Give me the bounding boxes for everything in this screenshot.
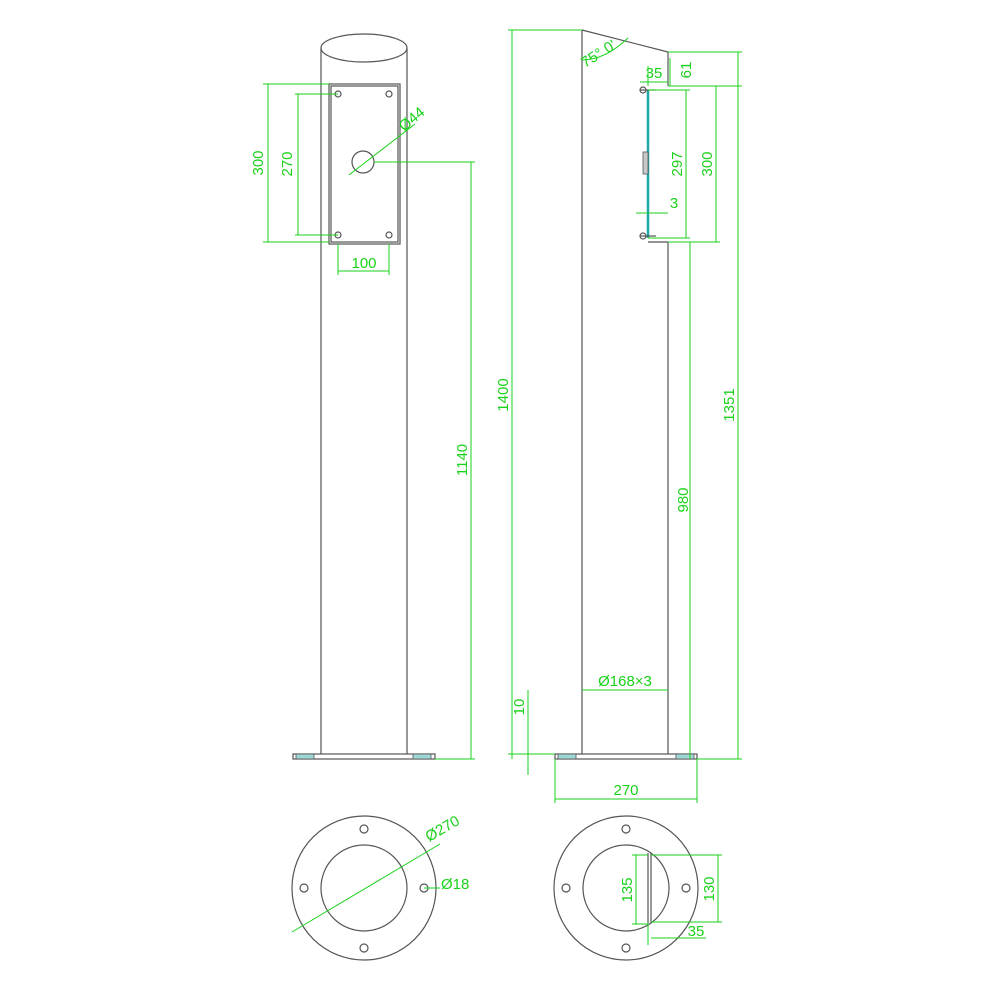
bolt2-hole-top — [621, 824, 631, 834]
bolt-hole-bottom — [359, 943, 369, 953]
dim-panel-100: 100 — [351, 255, 376, 272]
base-outer-circle — [291, 815, 437, 961]
base2-outer-circle — [553, 815, 699, 961]
dim-pipe-168: Ø168×3 — [598, 673, 652, 690]
side-base-plate — [554, 753, 698, 760]
bolt2-hole-right — [681, 883, 691, 893]
side-bracket-mid — [642, 151, 649, 175]
bolt-hole-left — [299, 883, 309, 893]
screw-br — [385, 231, 393, 239]
dim-panel-270: 270 — [279, 151, 296, 176]
dim-offset-35: 35 — [646, 65, 663, 82]
front-panel-inner — [330, 85, 399, 243]
base2-inner-circle — [582, 844, 670, 932]
base-plan-left: Ø270 Ø18 — [291, 812, 469, 961]
side-base-hole-right — [675, 753, 695, 760]
front-base-plate — [292, 753, 436, 760]
dim-post-1140: 1140 — [454, 444, 471, 476]
dim-overall-1400: 1400 — [495, 378, 512, 411]
base-plan-right: 135 130 35 — [553, 815, 722, 961]
bolt-hole-top — [359, 824, 369, 834]
dim-base-10: 10 — [511, 699, 528, 716]
dim-angle-75: 75° 0' — [578, 37, 619, 72]
dim-35: 35 — [688, 923, 705, 940]
dim-height-980: 980 — [675, 487, 692, 512]
dim-130: 130 — [701, 876, 718, 901]
dim-plate-297: 297 — [669, 151, 686, 176]
bolt2-hole-bottom — [621, 943, 631, 953]
dim-thickness-3: 3 — [670, 195, 678, 212]
dim-height-1351: 1351 — [721, 388, 738, 421]
front-panel-outer — [328, 83, 401, 245]
screw-tr — [385, 90, 393, 98]
front-view: 300 270 Ø44 100 1140 — [250, 33, 475, 760]
side-base-hole-left — [557, 753, 577, 760]
dim-offset-61: 61 — [678, 62, 695, 79]
dim-135: 135 — [619, 877, 636, 902]
dim-base-diameter-270: Ø270 — [423, 812, 463, 845]
dim-plate-300: 300 — [699, 151, 716, 176]
post-top-ellipse — [320, 33, 408, 63]
front-base-hole-left — [295, 753, 315, 760]
dim-panel-300: 300 — [250, 150, 267, 175]
base-inner-circle — [320, 844, 408, 932]
dim-bolt-18: Ø18 — [441, 876, 469, 893]
bolt2-hole-left — [561, 883, 571, 893]
front-base-hole-right — [412, 753, 432, 760]
dim-base-270: 270 — [613, 782, 638, 799]
side-bolt-bottom — [639, 232, 656, 240]
side-view: 1400 75° 0' 35 61 297 300 3 1351 980 Ø1 — [495, 29, 742, 803]
